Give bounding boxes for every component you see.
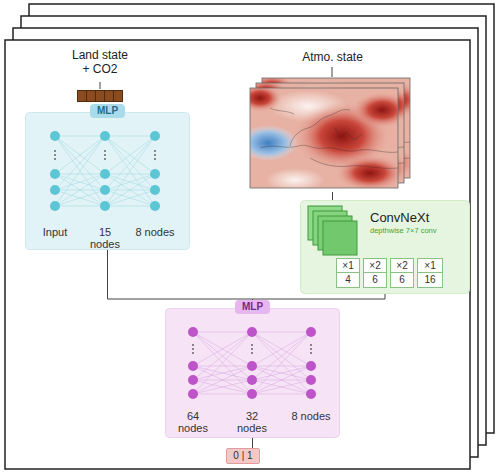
- node-title: MLP: [235, 300, 270, 314]
- block-cell: ×14: [336, 258, 360, 288]
- block-cell: ×26: [363, 258, 387, 288]
- layer-size-label: 32 nodes: [232, 410, 272, 434]
- layer-size-label: 64 nodes: [173, 410, 213, 434]
- node-title: ×2: [391, 259, 413, 273]
- node-subtitle: 6: [364, 273, 386, 287]
- node-title: MLP: [90, 104, 125, 118]
- connector: [253, 294, 386, 308]
- input-vector-node: Land state + CO2: [55, 46, 145, 104]
- convnext-panel: ConvNeXtdepthwise 7×7 conv×14×26×26×116: [300, 200, 470, 294]
- node-title: Land state + CO2: [67, 48, 133, 76]
- node-title: ×1: [337, 259, 359, 273]
- block-cell: ×116: [417, 258, 443, 288]
- node-title: 0 | 1: [233, 450, 252, 462]
- atmo-map-node: Atmo. state: [245, 50, 420, 192]
- node-title: ×2: [364, 259, 386, 273]
- output-box: 0 | 1: [226, 448, 260, 464]
- layer-size-label: 8 nodes: [291, 410, 331, 422]
- node-subtitle: depthwise 7×7 conv: [370, 226, 470, 236]
- block-cell: ×26: [390, 258, 414, 288]
- layer-size-label: 15 nodes: [85, 226, 125, 250]
- node-subtitle: 4: [337, 273, 359, 287]
- node-subtitle: 6: [391, 273, 413, 287]
- layer-size-label: Input: [35, 226, 75, 238]
- node-subtitle: 16: [418, 273, 442, 287]
- node-title: Atmo. state: [265, 50, 400, 64]
- connector: [108, 250, 253, 308]
- connector: [252, 438, 253, 448]
- node-title: ConvNeXt: [370, 210, 470, 225]
- layer-size-label: 8 nodes: [135, 226, 175, 238]
- atmosphere-maps: [245, 50, 420, 192]
- node-title: ×1: [418, 259, 442, 273]
- connector: [332, 192, 333, 200]
